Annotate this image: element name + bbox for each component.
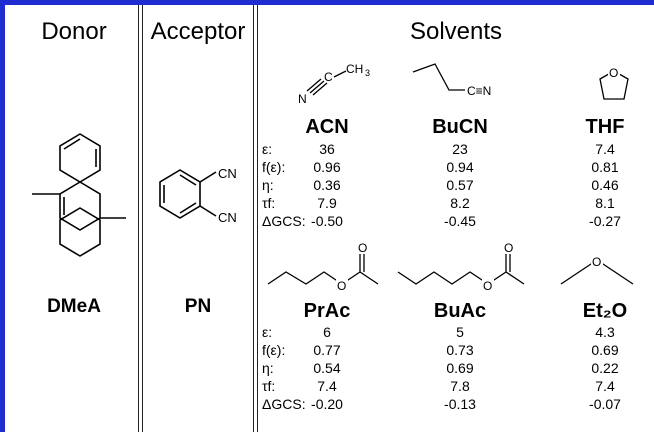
property-label: ε: bbox=[262, 141, 273, 157]
value-cell: 0.81 bbox=[591, 159, 619, 175]
svg-text:O: O bbox=[609, 66, 618, 80]
acn-structure: N C CH 3 bbox=[298, 62, 370, 106]
divider-line bbox=[142, 5, 143, 432]
value-cell: 7.8 bbox=[450, 378, 470, 394]
value-cell: 0.22 bbox=[591, 360, 619, 376]
svg-text:3: 3 bbox=[365, 68, 370, 78]
solvent-name: BuAc bbox=[433, 300, 487, 322]
thf-structure: O bbox=[599, 66, 629, 100]
solvent-name: ACN bbox=[305, 116, 349, 138]
property-label: ε: bbox=[262, 324, 273, 340]
et2o-structure: O bbox=[560, 254, 634, 285]
value-cell: 0.54 bbox=[313, 360, 341, 376]
prac-structure: O O bbox=[267, 241, 379, 293]
svg-text:O: O bbox=[504, 241, 513, 255]
property-label: f(ε): bbox=[262, 342, 286, 358]
svg-text:O: O bbox=[592, 255, 601, 269]
svg-text:C≡N: C≡N bbox=[467, 84, 491, 98]
svg-text:O: O bbox=[358, 241, 367, 255]
value-cell: 0.73 bbox=[446, 342, 474, 358]
svg-text:O: O bbox=[483, 279, 492, 293]
value-cell: 7.4 bbox=[317, 378, 337, 394]
value-cell: 8.2 bbox=[450, 195, 470, 211]
pn-structure: CN CN bbox=[159, 166, 237, 225]
value-cell: 36 bbox=[319, 141, 335, 157]
property-label: f(ε): bbox=[262, 159, 286, 175]
value-cell: -0.13 bbox=[444, 396, 476, 412]
value-cell: 0.36 bbox=[313, 177, 341, 193]
header-acceptor: Acceptor bbox=[150, 18, 246, 45]
solvent-name: THF bbox=[585, 116, 625, 138]
svg-text:O: O bbox=[337, 279, 346, 293]
value-cell: -0.50 bbox=[311, 213, 343, 229]
value-cell: 0.77 bbox=[313, 342, 341, 358]
value-cell: 5 bbox=[456, 324, 464, 340]
value-cell: 0.46 bbox=[591, 177, 619, 193]
value-cell: 7.4 bbox=[595, 141, 615, 157]
acceptor-name: PN bbox=[184, 296, 212, 317]
property-label: η: bbox=[262, 360, 274, 376]
bucn-structure: C≡N bbox=[412, 63, 491, 98]
solvent-name: Et₂O bbox=[582, 300, 628, 322]
solvent-name: PrAc bbox=[303, 300, 351, 322]
cn-label: CN bbox=[218, 210, 237, 225]
value-cell: 4.3 bbox=[595, 324, 615, 340]
svg-text:N: N bbox=[298, 92, 307, 106]
divider-line bbox=[257, 5, 258, 432]
property-label: τf: bbox=[262, 378, 276, 394]
value-cell: 0.94 bbox=[446, 159, 474, 175]
buac-structure: O O bbox=[397, 241, 525, 293]
cn-label: CN bbox=[218, 166, 237, 181]
value-cell: 0.57 bbox=[446, 177, 474, 193]
value-cell: 0.69 bbox=[591, 342, 619, 358]
value-cell: 7.4 bbox=[595, 378, 615, 394]
property-label: ΔGCS: bbox=[262, 396, 306, 412]
value-cell: -0.45 bbox=[444, 213, 476, 229]
value-cell: 0.96 bbox=[313, 159, 341, 175]
svg-text:C: C bbox=[324, 70, 333, 84]
value-cell: -0.27 bbox=[589, 213, 621, 229]
property-label: ΔGCS: bbox=[262, 213, 306, 229]
value-cell: -0.20 bbox=[311, 396, 343, 412]
property-label: η: bbox=[262, 177, 274, 193]
value-cell: -0.07 bbox=[589, 396, 621, 412]
donor-name: DMeA bbox=[47, 296, 101, 317]
divider-line bbox=[138, 5, 139, 432]
property-label: τf: bbox=[262, 195, 276, 211]
dmea-structure-rings bbox=[32, 133, 126, 257]
value-cell: 23 bbox=[452, 141, 468, 157]
header-solvents: Solvents bbox=[409, 18, 503, 45]
value-cell: 7.9 bbox=[317, 195, 337, 211]
value-cell: 8.1 bbox=[595, 195, 615, 211]
value-cell: 0.69 bbox=[446, 360, 474, 376]
svg-text:CH: CH bbox=[346, 62, 363, 76]
solvent-name: BuCN bbox=[432, 116, 488, 138]
header-donor: Donor bbox=[41, 18, 107, 45]
divider-line bbox=[253, 5, 254, 432]
value-cell: 6 bbox=[323, 324, 331, 340]
